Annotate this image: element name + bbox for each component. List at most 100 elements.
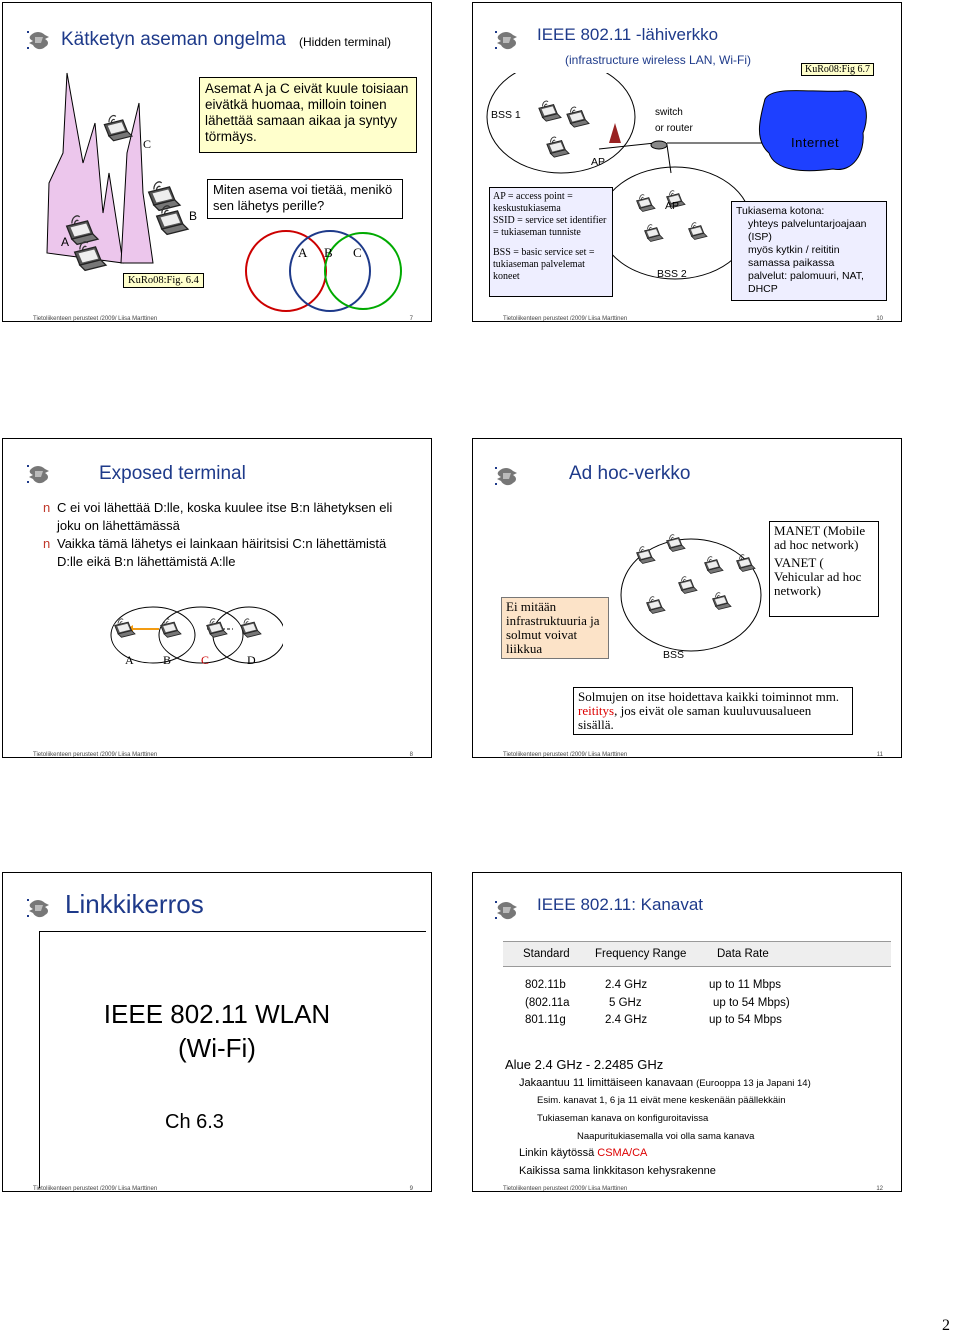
circle-label-b: B: [324, 245, 333, 260]
switch-label-line1: switch: [655, 107, 683, 118]
channel-config: Tukiaseman kanava on konfiguroitavissa: [537, 1113, 709, 1124]
bullet-marker: n: [43, 500, 51, 515]
slide-channels: IEEE 802.11: Kanavat Standard Frequency …: [472, 872, 902, 1192]
no-infrastructure-box: Ei mitään infrastruktuuria ja solmut voi…: [501, 597, 609, 659]
footer-author: Tietoliikenteen perusteet /2009/ Liisa M…: [33, 316, 158, 322]
home-ap-box: Tukiasema kotona: yhteys palveluntarjoaj…: [731, 201, 887, 301]
slide-footer: Tietoliikenteen perusteet /2009/ Liisa M…: [473, 1186, 901, 1192]
heading-line1: IEEE 802.11 WLAN: [103, 999, 331, 1029]
ap2-label: AP: [665, 200, 680, 212]
manet-text: MANET (Mobile ad hoc network): [774, 523, 866, 552]
slide-footer: Tietoliikenteen perusteet /2009/ Liisa M…: [3, 316, 431, 322]
table-header: Standard Frequency Range Data Rate: [503, 941, 891, 967]
bullet-list: n C ei voi lähettää D:lle, koska kuulee …: [43, 499, 413, 571]
range-circle-a: [245, 230, 327, 312]
home-line: palvelut: palomuuri, NAT, DHCP: [748, 270, 864, 295]
slide-hidden-terminal: Kätketyn aseman ongelma (Hidden terminal…: [2, 2, 432, 322]
neighbor-channel: Naapuritukiasemalla voi olla sama kanava: [577, 1131, 755, 1142]
slide-title: IEEE 802.11: Kanavat: [537, 895, 704, 914]
chapter-ref: Ch 6.3: [165, 1111, 224, 1133]
label-b: B: [189, 209, 198, 223]
slide-footer: Tietoliikenteen perusteet /2009/ Liisa M…: [473, 752, 901, 758]
footer-author: Tietoliikenteen perusteet /2009/ Liisa M…: [503, 1186, 628, 1192]
footer-author: Tietoliikenteen perusteet /2009/ Liisa M…: [503, 752, 628, 758]
table-row: 801.11g 2.4 GHz up to 54 Mbps: [525, 1014, 782, 1026]
channel-count: Jakaantuu 11 limittäiseen kanavaan (Euro…: [519, 1077, 811, 1089]
vanet-text: VANET ( Vehicular ad hoc network): [774, 555, 862, 598]
csma-line: Linkin käytössä CSMA/CA: [519, 1147, 648, 1159]
table-row: 802.11b 2.4 GHz up to 11 Mbps: [525, 979, 782, 991]
university-logo-icon: [23, 459, 53, 489]
slide-number: 11: [876, 752, 883, 758]
slide-number: 8: [409, 752, 413, 758]
slide-number: 7: [409, 316, 413, 322]
bullet-marker: n: [43, 536, 51, 551]
slide-exposed-terminal: Exposed terminal n C ei voi lähettää D:l…: [2, 438, 432, 758]
label-c: C: [201, 653, 210, 667]
slide-subtitle: (infrastructure wireless LAN, Wi-Fi): [565, 53, 752, 67]
bullet-item: n Vaikka tämä lähetys ei lainkaan häirit…: [43, 536, 387, 569]
slide-title: Linkkikerros: [65, 889, 204, 919]
slide-title: Ad hoc-verkko: [569, 463, 691, 484]
internet-cloud: [759, 90, 867, 172]
university-logo-icon: [491, 895, 521, 925]
label-b: B: [163, 653, 172, 667]
label-d: D: [247, 653, 256, 667]
content-frame: [39, 931, 426, 1188]
label-a: A: [61, 235, 70, 249]
slide-subtitle: (Hidden terminal): [299, 35, 392, 49]
home-line: myös kytkin / reititin samassa paikassa: [748, 244, 840, 269]
switch-icon: [650, 140, 668, 150]
slide-title: IEEE 802.11 -lähiverkko: [537, 25, 719, 44]
main-heading: IEEE 802.11 WLAN (Wi-Fi): [39, 997, 395, 1065]
heading-line2: (Wi-Fi): [178, 1033, 256, 1063]
bss2-label: BSS 2: [657, 268, 687, 280]
bss-label: BSS: [663, 649, 685, 661]
label-a: A: [125, 653, 134, 667]
laptop-icon: [103, 114, 133, 142]
header-frequency: Frequency Range: [595, 948, 687, 960]
csma-highlight: CSMA/CA: [597, 1147, 648, 1159]
routing-note-box: Solmujen on itse hoidettava kaikki toimi…: [573, 687, 853, 735]
slide-title: Kätketyn aseman ongelma: [61, 29, 286, 50]
table-row: (802.11a 5 GHz up to 54 Mbps): [525, 996, 790, 1009]
link-switch-ap2: [666, 144, 672, 174]
definitions-box: AP = access point = keskustukiasema SSID…: [489, 187, 613, 297]
figure-reference: KuRo08:Fig 6.7: [801, 63, 875, 76]
laptop-icon: [147, 181, 181, 212]
slide-footer: Tietoliikenteen perusteet /2009/ Liisa M…: [3, 752, 431, 758]
def-ssid: SSID = service set identifier = tukiasem…: [493, 215, 607, 238]
channel-example: Esim. kanavat 1, 6 ja 11 eivät mene kesk…: [537, 1095, 786, 1106]
range-circle-c: [324, 232, 402, 310]
def-bss: BSS = basic service set = tukiaseman pal…: [493, 247, 595, 282]
standards-table: 802.11b 2.4 GHz up to 11 Mbps (802.11a 5…: [503, 977, 803, 1030]
slide-footer: Tietoliikenteen perusteet /2009/ Liisa M…: [3, 1186, 431, 1192]
header-rate: Data Rate: [717, 948, 769, 960]
home-title: Tukiasema kotona:: [736, 205, 825, 217]
access-point-icon: [609, 123, 621, 143]
internet-label: Internet: [791, 135, 840, 150]
header-standard: Standard: [523, 948, 570, 960]
ap1-label: AP: [591, 156, 606, 168]
slide-link-layer: Linkkikerros IEEE 802.11 WLAN (Wi-Fi) Ch…: [2, 872, 432, 1192]
slide-number: 9: [409, 1186, 413, 1192]
figure-reference: KuRo08:Fig. 6.4: [123, 273, 204, 288]
manet-vanet-box: MANET (Mobile ad hoc network) VANET ( Ve…: [769, 521, 879, 617]
switch-label-line2: or router: [655, 123, 693, 134]
routing-highlight: reititys: [578, 703, 615, 718]
university-logo-icon: [491, 25, 521, 55]
footer-author: Tietoliikenteen perusteet /2009/ Liisa M…: [33, 1186, 158, 1192]
footer-author: Tietoliikenteen perusteet /2009/ Liisa M…: [33, 752, 158, 758]
label-c-upper: C: [143, 137, 152, 151]
def-ap: AP = access point = keskustukiasema: [493, 191, 573, 214]
exposed-terminal-diagram: [110, 606, 283, 664]
circle-label-a: A: [298, 245, 308, 260]
range-circle-b: [289, 230, 371, 312]
footer-author: Tietoliikenteen perusteet /2009/ Liisa M…: [503, 316, 628, 322]
frame-structure: Kaikissa sama linkkitason kehysrakenne: [519, 1165, 716, 1177]
bss1-ellipse: [486, 73, 636, 174]
bss2-ellipse: [598, 166, 752, 280]
slide-ieee-lan: IEEE 802.11 -lähiverkko (infrastructure …: [472, 2, 902, 322]
slide-number: 10: [876, 316, 883, 322]
obstacle-mountain-right: [120, 102, 154, 264]
